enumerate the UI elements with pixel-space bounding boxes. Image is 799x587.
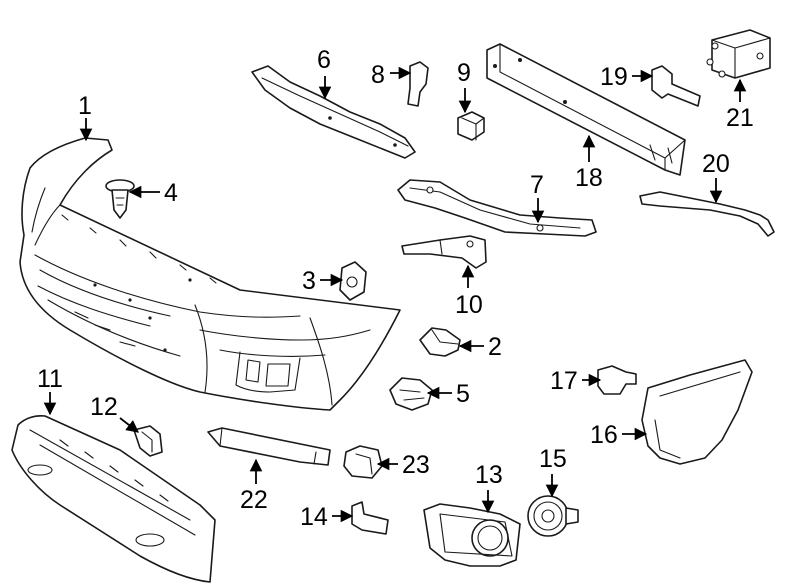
callout-17: 17 (550, 367, 578, 395)
clip-2-part (419, 327, 461, 357)
callout-1: 1 (78, 92, 92, 120)
absorber-block-part (706, 29, 771, 79)
leader-12 (119, 417, 139, 433)
callout-14: 14 (300, 503, 328, 531)
clip-23-part (343, 445, 383, 479)
callout-23: 23 (402, 451, 430, 479)
callout-20: 20 (702, 150, 730, 178)
callout-18: 18 (575, 164, 603, 192)
cross-member-7-part (397, 179, 597, 237)
callout-21: 21 (726, 104, 754, 132)
callout-7: 7 (530, 171, 544, 199)
callout-13: 13 (475, 461, 503, 489)
callout-labels: 1 2 3 4 5 6 7 8 9 10 11 12 13 14 15 16 1… (37, 46, 754, 531)
bracket-12-part (133, 425, 163, 457)
clip-14-part (351, 501, 389, 535)
fog-lamp-part (527, 495, 579, 537)
callout-22: 22 (240, 486, 268, 514)
callout-4: 4 (164, 179, 178, 207)
callout-2: 2 (488, 333, 502, 361)
callout-15: 15 (539, 445, 567, 473)
callout-11: 11 (37, 365, 63, 393)
bracket-10-part (401, 235, 487, 269)
grommet-5-part (389, 377, 433, 411)
push-clip-part (105, 179, 135, 219)
bracket-8-part (407, 61, 429, 107)
callout-9: 9 (457, 59, 471, 87)
clip-9-part (457, 111, 485, 141)
bracket-20-part (639, 191, 775, 237)
clip-17-part (597, 365, 637, 395)
fog-lamp-bezel-part (423, 503, 521, 567)
callout-6: 6 (317, 46, 331, 74)
callout-3: 3 (302, 267, 316, 295)
callout-10: 10 (455, 291, 483, 319)
retainer-3-part (339, 261, 367, 301)
molding-strip-part (207, 427, 331, 466)
corner-extension-part (641, 359, 753, 465)
lower-valance-part (11, 415, 216, 583)
callout-8: 8 (371, 61, 385, 89)
callout-5: 5 (456, 380, 470, 408)
upper-bracket-6-part (251, 65, 416, 159)
callout-16: 16 (590, 421, 618, 449)
reinforcement-beam-part (486, 43, 686, 176)
bracket-19-part (651, 65, 701, 107)
callout-12: 12 (90, 393, 118, 421)
bumper-cover-part (19, 137, 401, 411)
callout-19: 19 (600, 63, 628, 91)
leader-arrows (43, 66, 747, 523)
